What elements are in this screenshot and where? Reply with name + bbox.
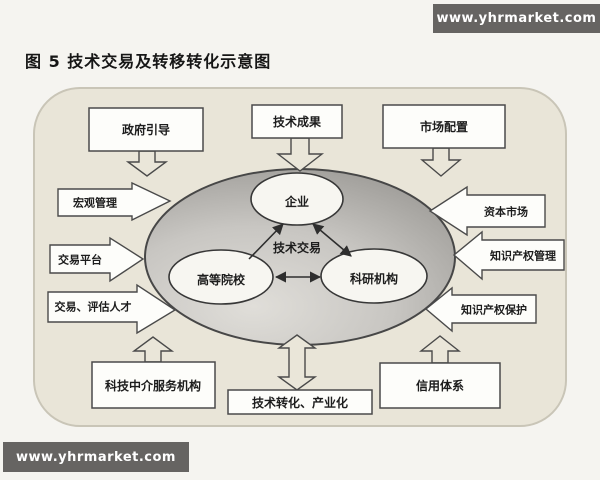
label-capital-market: 资本市场 bbox=[484, 205, 528, 219]
label-technology-achievements: 技术成果 bbox=[273, 114, 321, 129]
arrow-achievements-to-core bbox=[275, 137, 325, 172]
label-research-institutes: 科研机构 bbox=[350, 271, 398, 286]
label-market-allocation: 市场配置 bbox=[420, 119, 468, 134]
label-trading-evaluation-talent: 交易、评估人才 bbox=[55, 300, 132, 314]
arrow-government-to-core bbox=[125, 150, 169, 177]
callout-trading-evaluation-talent bbox=[47, 283, 177, 335]
callout-ip-management bbox=[452, 230, 565, 281]
node-universities bbox=[168, 249, 274, 305]
node-enterprise bbox=[250, 172, 344, 226]
label-enterprise: 企业 bbox=[284, 194, 309, 209]
callout-macro-management bbox=[57, 181, 172, 222]
arrow-market-to-core bbox=[420, 147, 462, 177]
label-macro-management: 宏观管理 bbox=[73, 196, 117, 210]
label-tech-transformation: 技术转化、产业化 bbox=[252, 395, 348, 410]
callout-ip-protection bbox=[424, 286, 537, 333]
arrow-credit-to-core bbox=[418, 335, 462, 364]
box-credit-system bbox=[379, 362, 501, 409]
arrow-intermediary-to-core bbox=[131, 336, 175, 363]
box-sci-tech-intermediary bbox=[91, 361, 216, 409]
callout-capital-market bbox=[428, 185, 546, 237]
box-market-allocation bbox=[382, 104, 506, 149]
watermark-bottom-left: www.yhrmarket.com bbox=[3, 442, 189, 472]
box-technology-achievements bbox=[251, 104, 343, 139]
label-credit-system: 信用体系 bbox=[416, 378, 464, 393]
box-tech-transformation bbox=[227, 389, 373, 415]
callout-trading-platform bbox=[49, 236, 145, 283]
label-sci-tech-intermediary: 科技中介服务机构 bbox=[105, 378, 201, 393]
box-government-guidance bbox=[88, 107, 204, 152]
label-trading-platform: 交易平台 bbox=[58, 253, 102, 267]
figure-title: 图 5 技术交易及转移转化示意图 bbox=[25, 52, 272, 71]
watermark-top-right: www.yhrmarket.com bbox=[433, 4, 600, 33]
label-ip-management: 知识产权管理 bbox=[489, 249, 556, 263]
label-technology-trading: 技术交易 bbox=[273, 240, 321, 255]
label-ip-protection: 知识产权保护 bbox=[460, 303, 527, 317]
label-universities: 高等院校 bbox=[197, 272, 246, 287]
label-government-guidance: 政府引导 bbox=[122, 122, 170, 137]
arrow-research-to-enterprise bbox=[312, 223, 352, 257]
arrow-universities-to-enterprise bbox=[248, 223, 284, 260]
